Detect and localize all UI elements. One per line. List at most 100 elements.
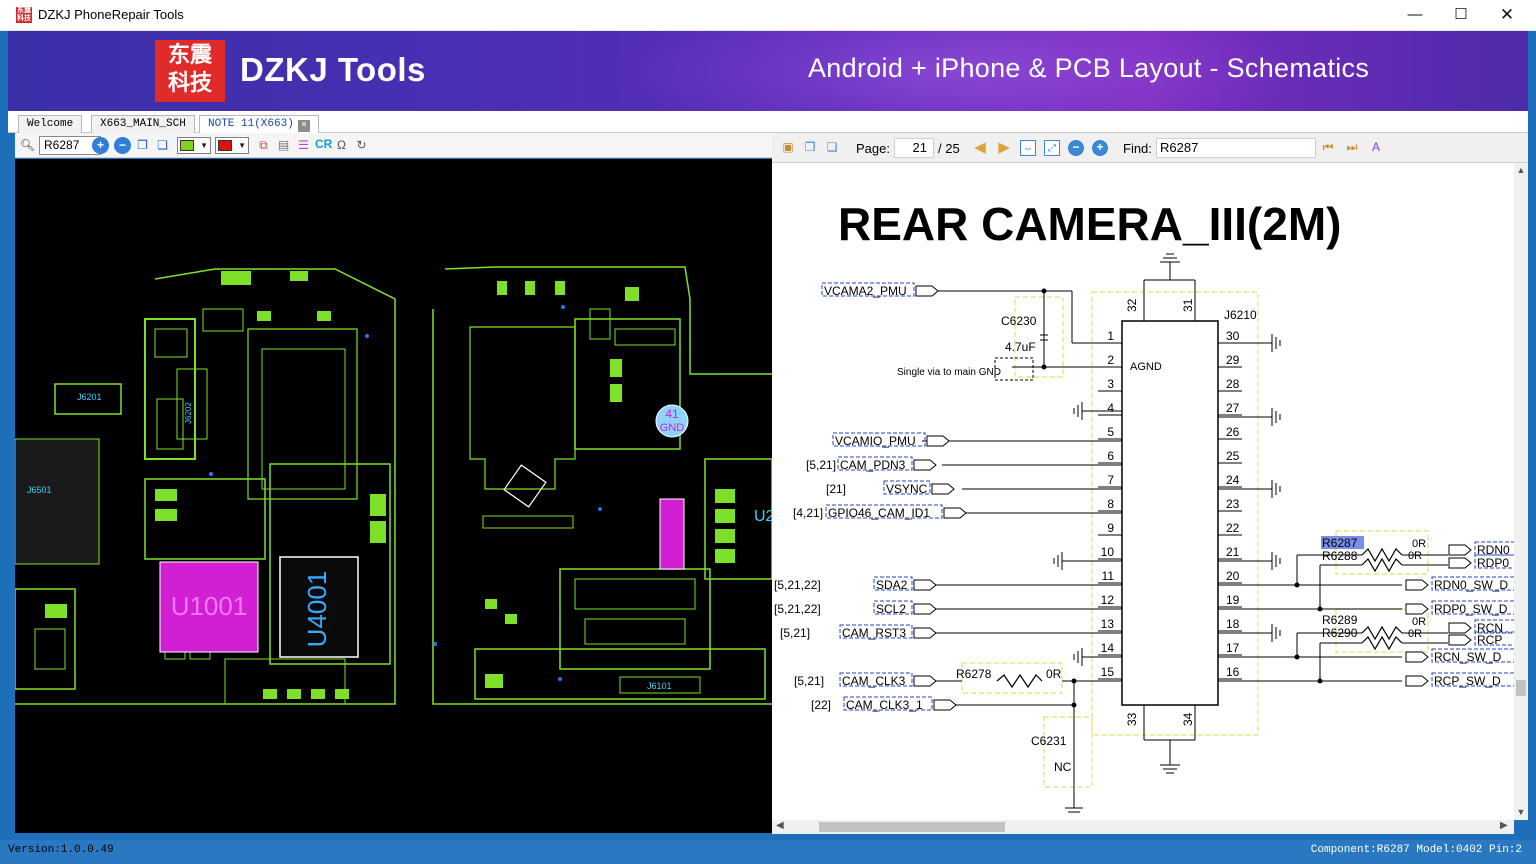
pin-number: 23 [1226, 497, 1240, 511]
previous-page-icon[interactable]: ◀ [972, 140, 988, 156]
net-label-rcp_sw[interactable]: RCP_SW_D [1434, 674, 1501, 688]
copy-page-icon[interactable]: ❐ [802, 140, 818, 156]
r6288-value: 0R [1408, 550, 1422, 562]
find-label: Find: [1123, 141, 1152, 156]
zoom-in-icon[interactable]: + [1092, 140, 1108, 156]
pin-number: 30 [1226, 329, 1240, 343]
c6231-label: C6231 [1031, 734, 1067, 748]
pin-number: 27 [1226, 401, 1240, 415]
net-ref: [5,21] [806, 458, 836, 472]
connector-ref: J6210 [1224, 308, 1257, 322]
pin-number: 2 [1107, 353, 1114, 367]
scrollbar-thumb[interactable] [1516, 680, 1526, 696]
list-icon[interactable]: ☰ [295, 137, 312, 154]
net-label-clk3_1[interactable]: CAM_CLK3_1 [846, 698, 923, 712]
port-arrow-icon [927, 436, 949, 446]
print-icon[interactable]: ❏ [824, 140, 840, 156]
net-label-rst3[interactable]: CAM_RST3 [842, 626, 906, 640]
layers-icon[interactable]: ⧉ [255, 137, 272, 154]
connector-j6210-body[interactable] [1122, 321, 1218, 705]
minimize-button[interactable]: — [1392, 0, 1438, 31]
vertical-scrollbar[interactable]: ▲ ▼ [1514, 163, 1528, 820]
scroll-up-icon[interactable]: ▲ [1514, 165, 1528, 175]
page-icon[interactable]: ▤ [275, 137, 292, 154]
copy-icon[interactable]: ❐ [134, 137, 151, 154]
schematic-view[interactable]: REAR CAMERA_III(2M) J6210 AGND [772, 163, 1514, 820]
zoom-out-icon[interactable]: − [1068, 140, 1084, 156]
brand-name: DZKJ Tools [240, 51, 426, 89]
net-label-rdn0_sw[interactable]: RDN0_SW_D [1434, 578, 1508, 592]
tab-x663-main-sch[interactable]: X663_MAIN_SCH [91, 115, 195, 133]
pcb-connector-j6210[interactable] [660, 499, 684, 569]
net-label-pdn3[interactable]: CAM_PDN3 [840, 458, 906, 472]
r6287-label[interactable]: R6287 [1322, 536, 1358, 550]
schematic-toolbar: ▣ ❐ ❏ Page: 21 / 25 ◀ ▶ ⇔ ⤢ − + Find: R6… [772, 133, 1528, 163]
port-arrow-icon [914, 676, 936, 686]
maximize-button[interactable]: ☐ [1438, 0, 1484, 31]
paste-icon[interactable]: ❏ [154, 137, 171, 154]
page-total: / 25 [938, 141, 960, 156]
agnd-label: AGND [1130, 361, 1162, 373]
color-picker-b[interactable]: ▼ [215, 137, 249, 154]
scrollbar-thumb[interactable] [819, 822, 1005, 832]
find-previous-icon[interactable]: ⏮ [1320, 140, 1336, 156]
cr-button[interactable]: CR [315, 137, 332, 151]
zoom-in-icon[interactable]: + [92, 137, 109, 154]
port-arrow-icon [1406, 580, 1428, 590]
r6288-label[interactable]: R6288 [1322, 549, 1358, 563]
net-ref: [5,21] [780, 626, 810, 640]
tab-label: NOTE 11(X663) [208, 118, 294, 130]
scroll-right-icon[interactable]: ▶ [1500, 820, 1508, 831]
window-title: DZKJ PhoneRepair Tools [38, 7, 184, 22]
pin-number: 11 [1102, 569, 1115, 583]
tab-welcome[interactable]: Welcome [18, 115, 82, 133]
c6231-value: NC [1054, 760, 1072, 774]
scroll-down-icon[interactable]: ▼ [1514, 807, 1528, 817]
find-next-icon[interactable]: ⏭ [1344, 140, 1360, 156]
r6290-label[interactable]: R6290 [1322, 626, 1358, 640]
net-label-rcn_sw[interactable]: RCN_SW_D [1434, 650, 1502, 664]
net-label-vsync[interactable]: VSYNC [886, 482, 928, 496]
pin-number: 10 [1101, 545, 1115, 559]
schematic-title: REAR CAMERA_III(2M) [838, 198, 1341, 250]
net-label-scl2[interactable]: SCL2 [876, 602, 906, 616]
zoom-out-icon[interactable]: − [114, 137, 131, 154]
pin-number: 5 [1107, 425, 1114, 439]
net-label-vcama2[interactable]: VCAMA2_PMU [824, 284, 907, 298]
r6287-value: 0R [1412, 538, 1426, 550]
pcb-label-u1001: U1001 [171, 591, 248, 621]
horizontal-scrollbar[interactable]: ◀ ▶ [772, 820, 1514, 834]
color-swatch [180, 140, 194, 151]
net-label-clk3[interactable]: CAM_CLK3 [842, 674, 906, 688]
net-label-gpio46[interactable]: GPIO46_CAM_ID1 [828, 506, 930, 520]
page-number-input[interactable]: 21 [894, 138, 934, 158]
ohm-icon[interactable]: Ω [333, 137, 350, 154]
tab-close-icon[interactable]: ✕ [298, 120, 310, 132]
pcb-layout-view[interactable]: U1001 U4001 41 GND J6201 J6202 J6501 J61… [15, 159, 772, 833]
highlight-icon[interactable]: A [1368, 140, 1384, 156]
pcb-gnd-label: GND [660, 422, 685, 434]
tab-note11[interactable]: NOTE 11(X663) ✕ [199, 115, 319, 133]
pcb-label-u2: U2 [754, 508, 772, 525]
app-logo-icon: 东震科技 [16, 7, 32, 23]
fit-width-icon[interactable]: ⇔ [1020, 140, 1036, 156]
open-file-icon[interactable]: ▣ [780, 140, 796, 156]
net-label-rdp0_sw[interactable]: RDP0_SW_D [1434, 602, 1508, 616]
rotate-icon[interactable]: ↻ [353, 137, 370, 154]
net-label-rdp0[interactable]: RDP0 [1477, 556, 1509, 570]
scroll-left-icon[interactable]: ◀ [776, 820, 784, 831]
net-label-rcp[interactable]: RCP [1477, 633, 1502, 647]
r6289-label[interactable]: R6289 [1322, 613, 1358, 627]
search-icon[interactable]: 🔍︎ [19, 137, 36, 154]
find-input[interactable]: R6287 [1156, 138, 1316, 158]
fit-page-icon[interactable]: ⤢ [1044, 140, 1060, 156]
net-label-sda2[interactable]: SDA2 [876, 578, 908, 592]
net-label-vcamio[interactable]: VCAMIO_PMU [835, 434, 916, 448]
next-page-icon[interactable]: ▶ [996, 140, 1012, 156]
color-picker-a[interactable]: ▼ [177, 137, 211, 154]
close-button[interactable]: ✕ [1484, 0, 1530, 31]
port-arrow-icon [914, 604, 936, 614]
pin-number: 9 [1107, 521, 1114, 535]
port-arrow-icon [914, 628, 936, 638]
pin-number: 19 [1226, 593, 1240, 607]
